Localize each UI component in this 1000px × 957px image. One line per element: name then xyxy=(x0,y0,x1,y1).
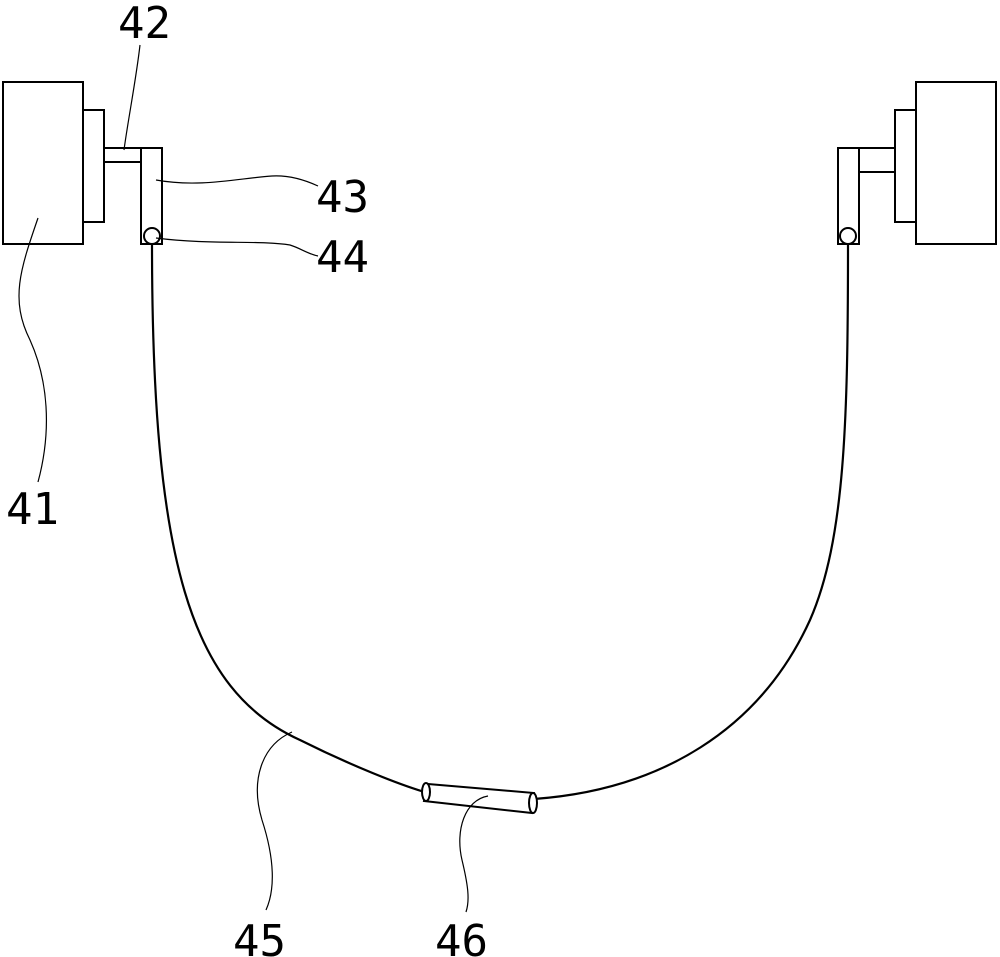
leader-44 xyxy=(156,238,318,256)
left-motor-flange xyxy=(83,110,104,222)
cable-right xyxy=(534,244,848,799)
left-shaft xyxy=(104,148,141,162)
leader-43 xyxy=(156,176,318,186)
right-motor-assembly xyxy=(838,82,996,244)
leader-42 xyxy=(124,45,140,150)
cable xyxy=(152,244,428,793)
right-pivot-pin xyxy=(840,228,856,244)
right-motor-flange xyxy=(895,110,916,222)
label-42: 42 xyxy=(118,0,171,49)
left-motor-body xyxy=(3,82,83,244)
leader-46 xyxy=(460,796,488,912)
label-46: 46 xyxy=(435,916,488,957)
left-pivot-pin xyxy=(144,228,160,244)
leader-41 xyxy=(19,218,46,482)
left-motor-assembly xyxy=(3,82,162,244)
label-43: 43 xyxy=(316,172,369,223)
label-45: 45 xyxy=(233,916,286,957)
cable-sleeve xyxy=(422,783,537,813)
right-motor-body xyxy=(916,82,996,244)
label-41: 41 xyxy=(6,484,59,535)
right-shaft xyxy=(859,148,895,172)
label-44: 44 xyxy=(316,232,369,283)
leader-45 xyxy=(257,732,292,910)
